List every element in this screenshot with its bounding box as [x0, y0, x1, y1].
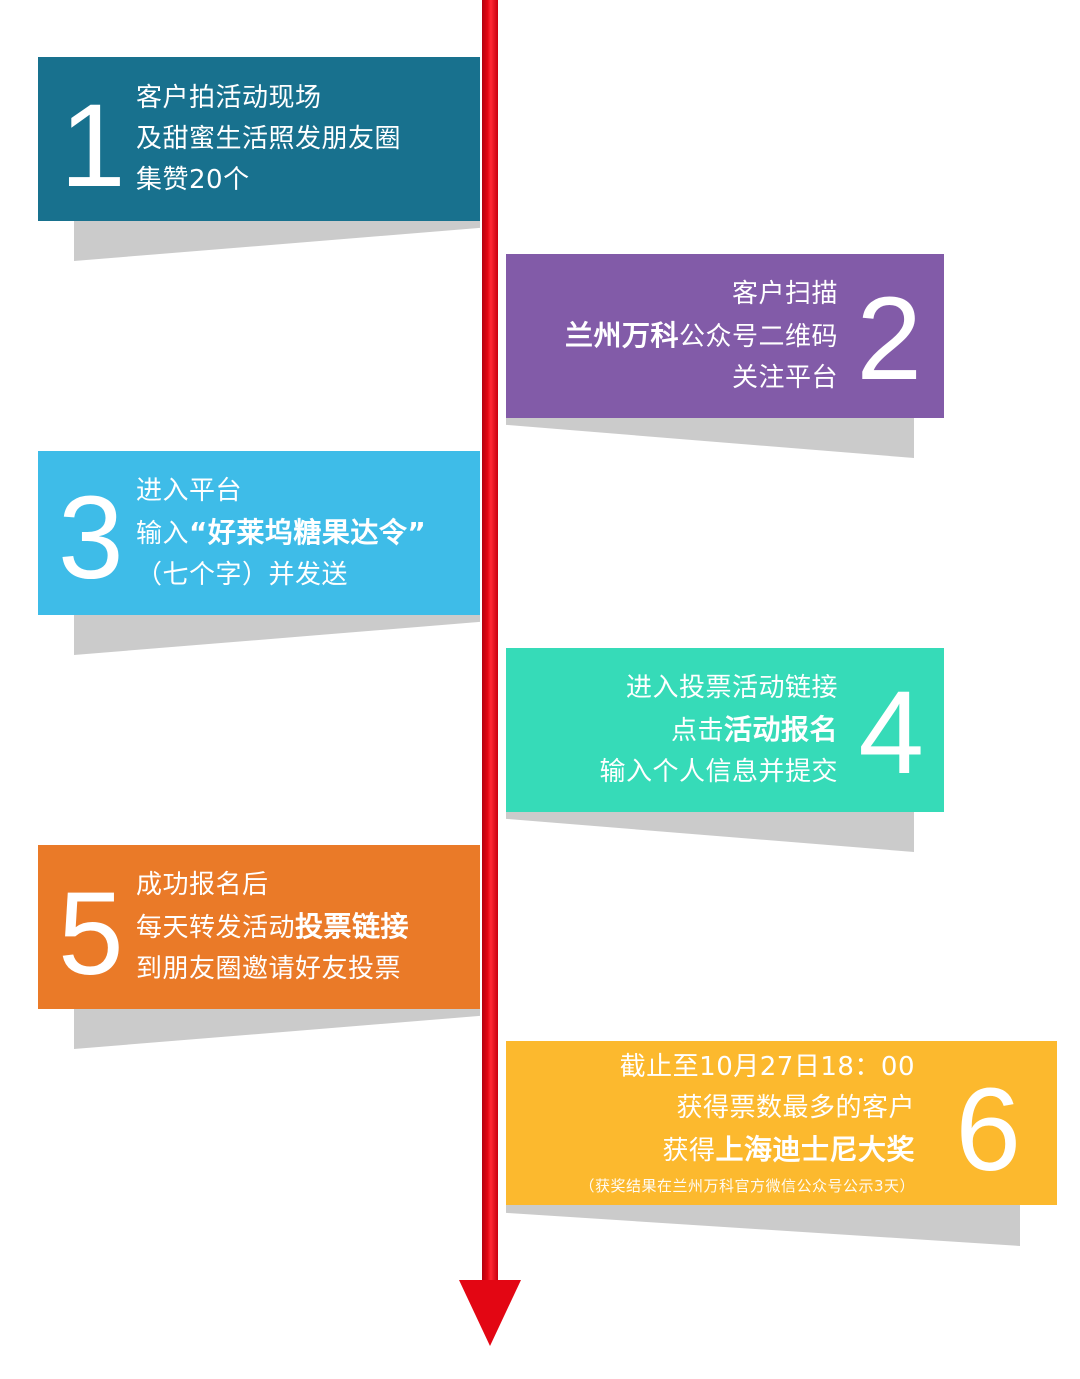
- step-line: 集赞20个: [136, 164, 250, 195]
- step-number: 2: [856, 273, 922, 405]
- step-line: 进入平台: [136, 475, 243, 506]
- timeline-line: [482, 0, 498, 1290]
- step-line: 获得上海迪士尼大奖: [662, 1132, 915, 1166]
- step-line: 输入“好莱坞糖果达令”: [136, 515, 427, 549]
- step-text: 客户扫描 兰州万科公众号二维码 关注平台: [565, 274, 838, 398]
- step-line: 关注平台: [731, 362, 838, 393]
- step-3-card: 3 进入平台 输入“好莱坞糖果达令” （七个字）并发送: [38, 451, 480, 615]
- step-line: 每天转发活动投票链接: [136, 909, 410, 943]
- step-line: 客户扫描: [731, 278, 838, 309]
- step-text: 进入投票活动链接 点击活动报名 输入个人信息并提交: [599, 668, 838, 792]
- step-line: 到朋友圈邀请好友投票: [136, 953, 402, 984]
- step-line: 点击活动报名: [670, 712, 838, 746]
- step-text: 成功报名后 每天转发活动投票链接 到朋友圈邀请好友投票: [136, 865, 409, 989]
- step-1-shadow: [74, 215, 480, 261]
- step-5-card: 5 成功报名后 每天转发活动投票链接 到朋友圈邀请好友投票: [38, 845, 480, 1009]
- step-6-card: 截止至10月27日18：00 获得票数最多的客户 获得上海迪士尼大奖 （获奖结果…: [506, 1041, 1057, 1205]
- step-line: （七个字）并发送: [136, 559, 349, 590]
- timeline-arrow-icon: [459, 1280, 521, 1346]
- step-line: 截止至10月27日18：00: [619, 1051, 915, 1082]
- step-line: 及甜蜜生活照发朋友圈: [136, 123, 402, 154]
- step-3-shadow: [74, 609, 480, 655]
- step-number: 3: [58, 472, 124, 604]
- step-number: 1: [60, 80, 126, 212]
- step-line: 进入投票活动链接: [625, 672, 838, 703]
- step-text: 进入平台 输入“好莱坞糖果达令” （七个字）并发送: [136, 471, 426, 595]
- step-number: 6: [955, 1064, 1021, 1196]
- step-line: 输入个人信息并提交: [599, 756, 838, 787]
- step-text: 截止至10月27日18：00 获得票数最多的客户 获得上海迪士尼大奖 （获奖结果…: [579, 1049, 915, 1197]
- step-1-card: 1 客户拍活动现场 及甜蜜生活照发朋友圈 集赞20个: [38, 57, 480, 221]
- step-number: 4: [858, 667, 924, 799]
- step-5-shadow: [74, 1003, 480, 1049]
- step-4-card: 进入投票活动链接 点击活动报名 输入个人信息并提交 4: [506, 648, 944, 812]
- step-line: 成功报名后: [136, 869, 269, 900]
- step-2-shadow: [506, 412, 914, 458]
- step-2-card: 客户扫描 兰州万科公众号二维码 关注平台 2: [506, 254, 944, 418]
- step-footnote: （获奖结果在兰州万科官方微信公众号公示3天）: [579, 1176, 915, 1195]
- step-line: 获得票数最多的客户: [676, 1092, 915, 1123]
- step-number: 5: [58, 868, 124, 1000]
- step-text: 客户拍活动现场 及甜蜜生活照发朋友圈 集赞20个: [136, 77, 401, 201]
- step-6-shadow: [506, 1200, 1020, 1246]
- step-4-shadow: [506, 806, 914, 852]
- step-line: 兰州万科公众号二维码: [564, 318, 838, 352]
- step-line: 客户拍活动现场: [136, 82, 322, 113]
